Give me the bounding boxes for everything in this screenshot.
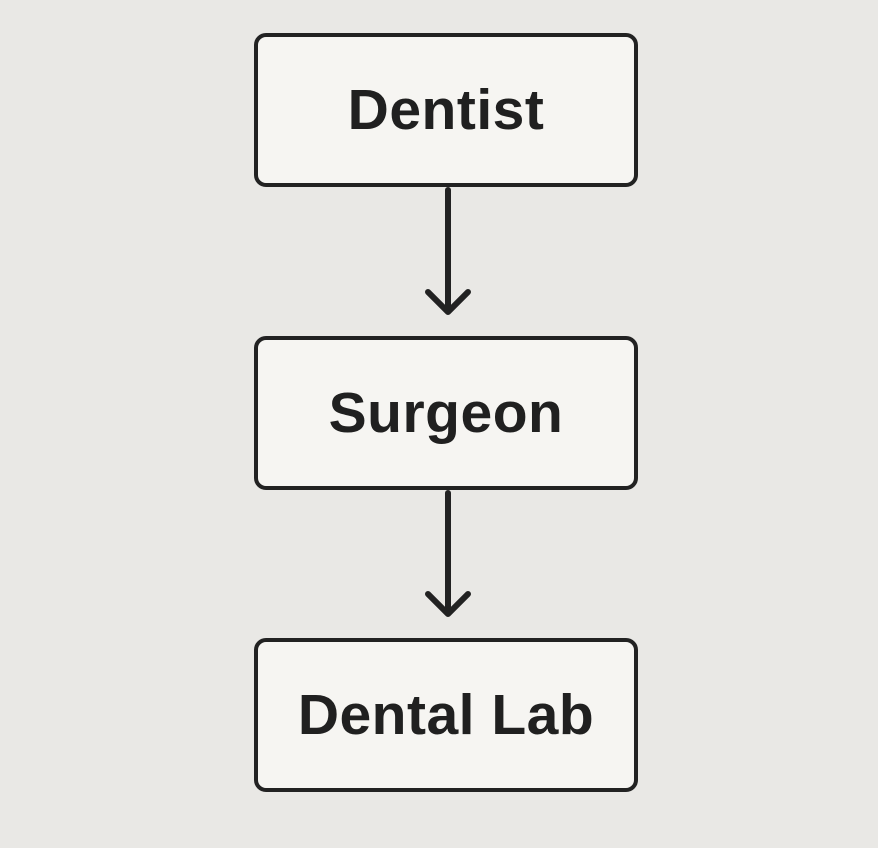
node-dentist: Dentist <box>254 33 638 187</box>
node-dentist-label: Dentist <box>347 78 545 142</box>
arrow-dentist-to-surgeon <box>425 187 471 315</box>
arrow-surgeon-to-dental-lab <box>425 490 471 617</box>
node-dental-lab: Dental Lab <box>254 638 638 792</box>
arrow-dentist-to-surgeon-head <box>425 289 471 315</box>
node-dental-lab-label: Dental Lab <box>297 683 595 747</box>
arrow-surgeon-to-dental-lab-head <box>425 591 471 617</box>
node-surgeon-label: Surgeon <box>328 381 564 445</box>
node-surgeon: Surgeon <box>254 336 638 490</box>
